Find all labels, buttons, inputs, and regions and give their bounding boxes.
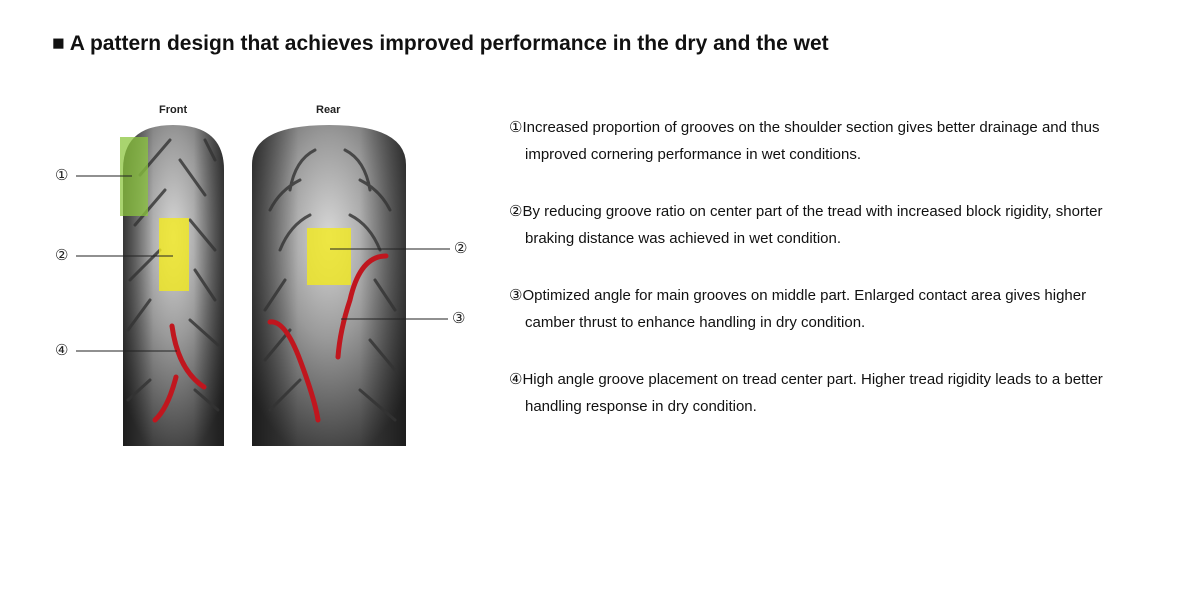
description-text: ④High angle groove placement on tread ce… bbox=[509, 371, 1103, 388]
description-text: improved cornering performance in wet co… bbox=[525, 146, 861, 163]
red-groove-highlights bbox=[152, 253, 389, 423]
front-center-highlight bbox=[159, 218, 189, 291]
rear-tire-label: Rear bbox=[316, 104, 341, 116]
description-text: ②By reducing groove ratio on center part… bbox=[509, 203, 1103, 220]
description-text: ③Optimized angle for main grooves on mid… bbox=[509, 287, 1087, 304]
tire-illustration bbox=[76, 125, 450, 446]
callout-lines bbox=[76, 175, 450, 352]
description-2: ②By reducing groove ratio on center part… bbox=[509, 198, 1169, 252]
rear-center-highlight bbox=[307, 228, 351, 285]
marker-2-front: ② bbox=[55, 247, 69, 264]
marker-4: ④ bbox=[55, 342, 69, 359]
description-1: ①Increased proportion of grooves on the … bbox=[509, 114, 1169, 168]
marker-2-rear: ② bbox=[454, 240, 468, 257]
description-4: ④High angle groove placement on tread ce… bbox=[509, 366, 1169, 420]
description-text: ①Increased proportion of grooves on the … bbox=[509, 119, 1100, 136]
marker-1: ① bbox=[55, 167, 69, 184]
description-3: ③Optimized angle for main grooves on mid… bbox=[509, 282, 1169, 336]
description-text: handling response in dry condition. bbox=[525, 398, 757, 415]
description-text: braking distance was achieved in wet con… bbox=[525, 230, 842, 247]
section-title: ■ A pattern design that achieves improve… bbox=[52, 32, 829, 55]
rear-tire bbox=[252, 125, 406, 446]
marker-3: ③ bbox=[452, 310, 466, 327]
description-text: camber thrust to enhance handling in dry… bbox=[525, 314, 866, 331]
front-tire-label: Front bbox=[159, 104, 188, 116]
